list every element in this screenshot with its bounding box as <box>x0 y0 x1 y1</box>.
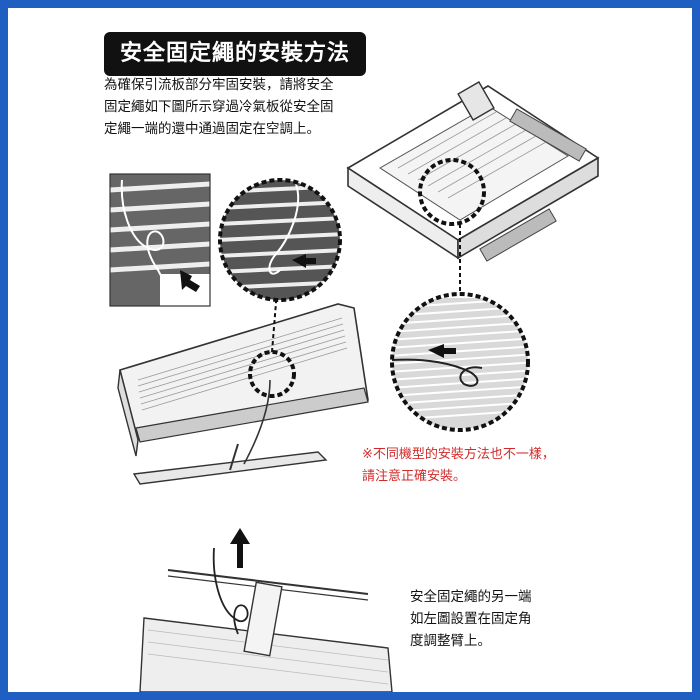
warning-line: 請注意正確安裝。 <box>362 469 467 484</box>
warning-note: ※不同機型的安裝方法也不一樣， 請注意正確安裝。 <box>362 444 612 488</box>
page-frame: 安全固定繩的安裝方法 為確保引流板部分牢固安裝，請將安全 固定繩如下圖所示穿過冷… <box>8 8 692 692</box>
page-title: 安全固定繩的安裝方法 <box>104 32 367 76</box>
bottom-note-line: 度調整臂上。 <box>410 633 491 649</box>
intro-line: 為確保引流板部分牢固安裝，請將安全 <box>104 77 334 93</box>
zoom-circle-ceiling <box>418 158 486 226</box>
detail-square-left <box>109 173 211 307</box>
zoom-circle-wall <box>248 350 296 398</box>
intro-text: 為確保引流板部分牢固安裝，請將安全 固定繩如下圖所示穿過冷氣板從安全固 定繩一端… <box>104 74 374 140</box>
wall-ac-illustration <box>117 303 369 485</box>
zoom-detail-right <box>390 292 530 432</box>
bottom-note: 安全固定繩的另一端 如左圖設置在固定角 度調整臂上。 <box>410 586 610 652</box>
zoom-detail-middle <box>218 178 342 302</box>
intro-line: 定繩一端的還中通過固定在空調上。 <box>104 121 320 137</box>
ceiling-ac-illustration <box>346 81 600 262</box>
bottom-note-line: 安全固定繩的另一端 <box>410 589 532 605</box>
bottom-note-line: 如左圖設置在固定角 <box>410 611 532 627</box>
warning-line: ※不同機型的安裝方法也不一樣， <box>362 447 555 462</box>
illustrations <box>109 81 600 692</box>
adjustment-arm-illustration <box>139 528 393 692</box>
intro-line: 固定繩如下圖所示穿過冷氣板從安全固 <box>104 99 334 115</box>
